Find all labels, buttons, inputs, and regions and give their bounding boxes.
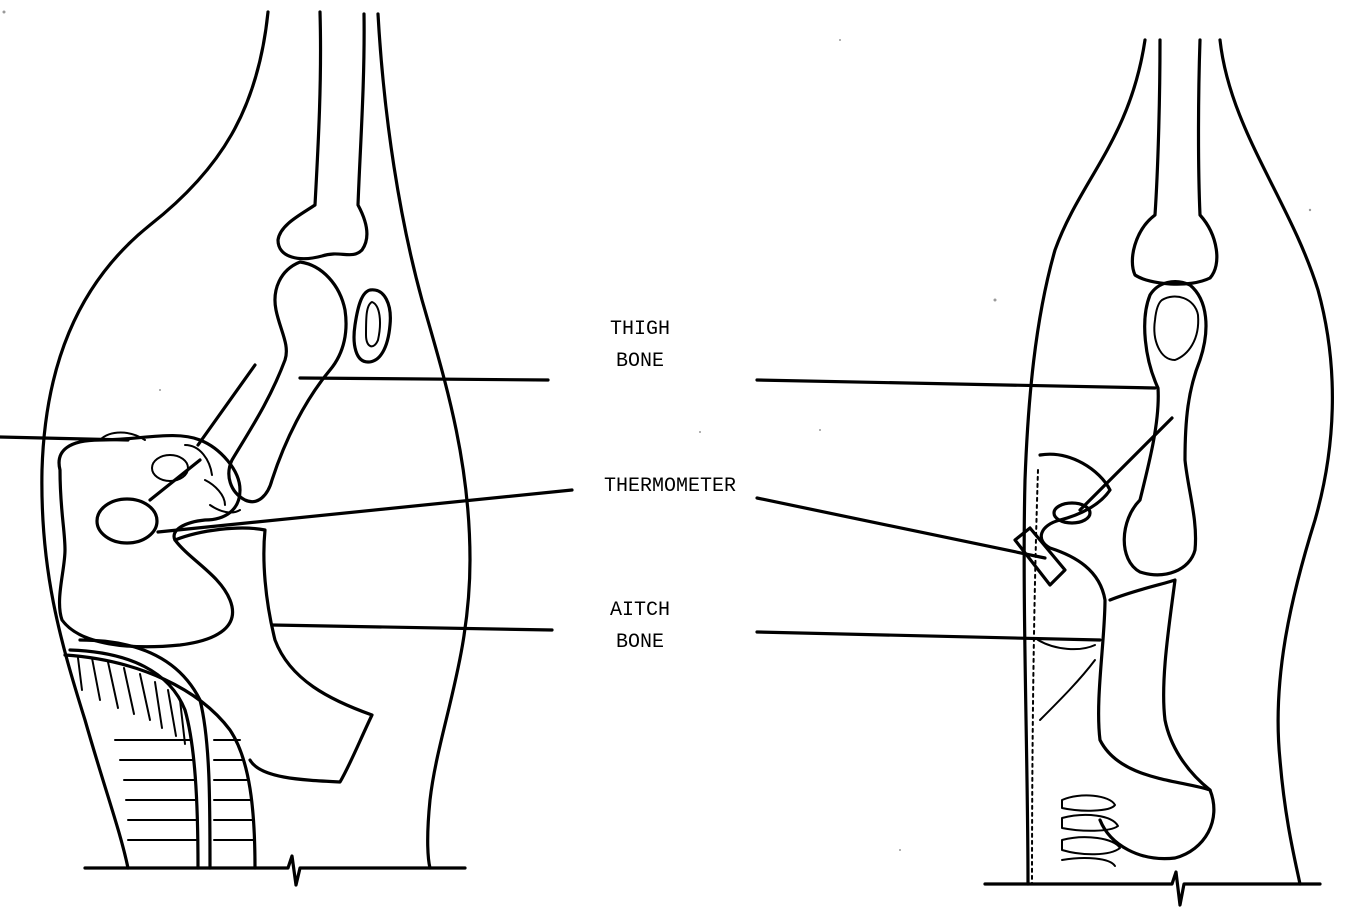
left-thermometer-probe [150, 460, 200, 500]
aitch-bone-leader-left [272, 625, 552, 630]
left-kneecap [354, 290, 390, 362]
right-aitch-bone-inner [1110, 580, 1210, 790]
right-base-line [985, 872, 1320, 905]
thermometer-leader-right [757, 498, 1045, 558]
left-base-line [85, 856, 465, 885]
left-thigh-bone [229, 262, 346, 502]
left-spine-outer [65, 655, 255, 868]
right-aitch-bone-cut [1038, 640, 1095, 720]
left-pelvis-opening [152, 455, 188, 481]
left-thermometer [198, 365, 255, 445]
left-aitch-bone-lower [175, 528, 372, 782]
right-thigh-bone [1124, 282, 1206, 575]
right-ham-outline-right [1220, 40, 1332, 884]
left-ham-outline-right [378, 14, 470, 868]
thigh-bone-label-line1: THIGH [610, 318, 670, 341]
left-ham-view [42, 12, 470, 885]
thigh-bone-leader-right [757, 380, 1155, 388]
aitch-bone-label-line1: AITCH [610, 599, 670, 622]
left-kneecap-inner [366, 302, 380, 346]
left-aitch-bone [59, 436, 240, 647]
thermometer-label: THERMOMETER [604, 475, 736, 498]
left-shank-bone [278, 12, 367, 259]
right-ham-view [985, 40, 1332, 905]
aitch-bone-label-line2: BONE [616, 631, 664, 654]
right-vertebrae [1062, 795, 1120, 866]
left-hip-socket [97, 499, 157, 543]
left-edge-leader [0, 437, 128, 440]
thigh-bone-leader-left [300, 378, 548, 380]
right-thigh-bone-head [1154, 296, 1198, 360]
thigh-bone-label-line2: BONE [616, 350, 664, 373]
leader-lines [0, 378, 1155, 640]
right-thermometer [1080, 418, 1172, 510]
left-vertebrae [78, 658, 253, 840]
labels: THIGH BONE THERMOMETER AITCH BONE [604, 318, 736, 654]
aitch-bone-leader-right [757, 632, 1100, 640]
right-shank-bone [1132, 40, 1217, 284]
